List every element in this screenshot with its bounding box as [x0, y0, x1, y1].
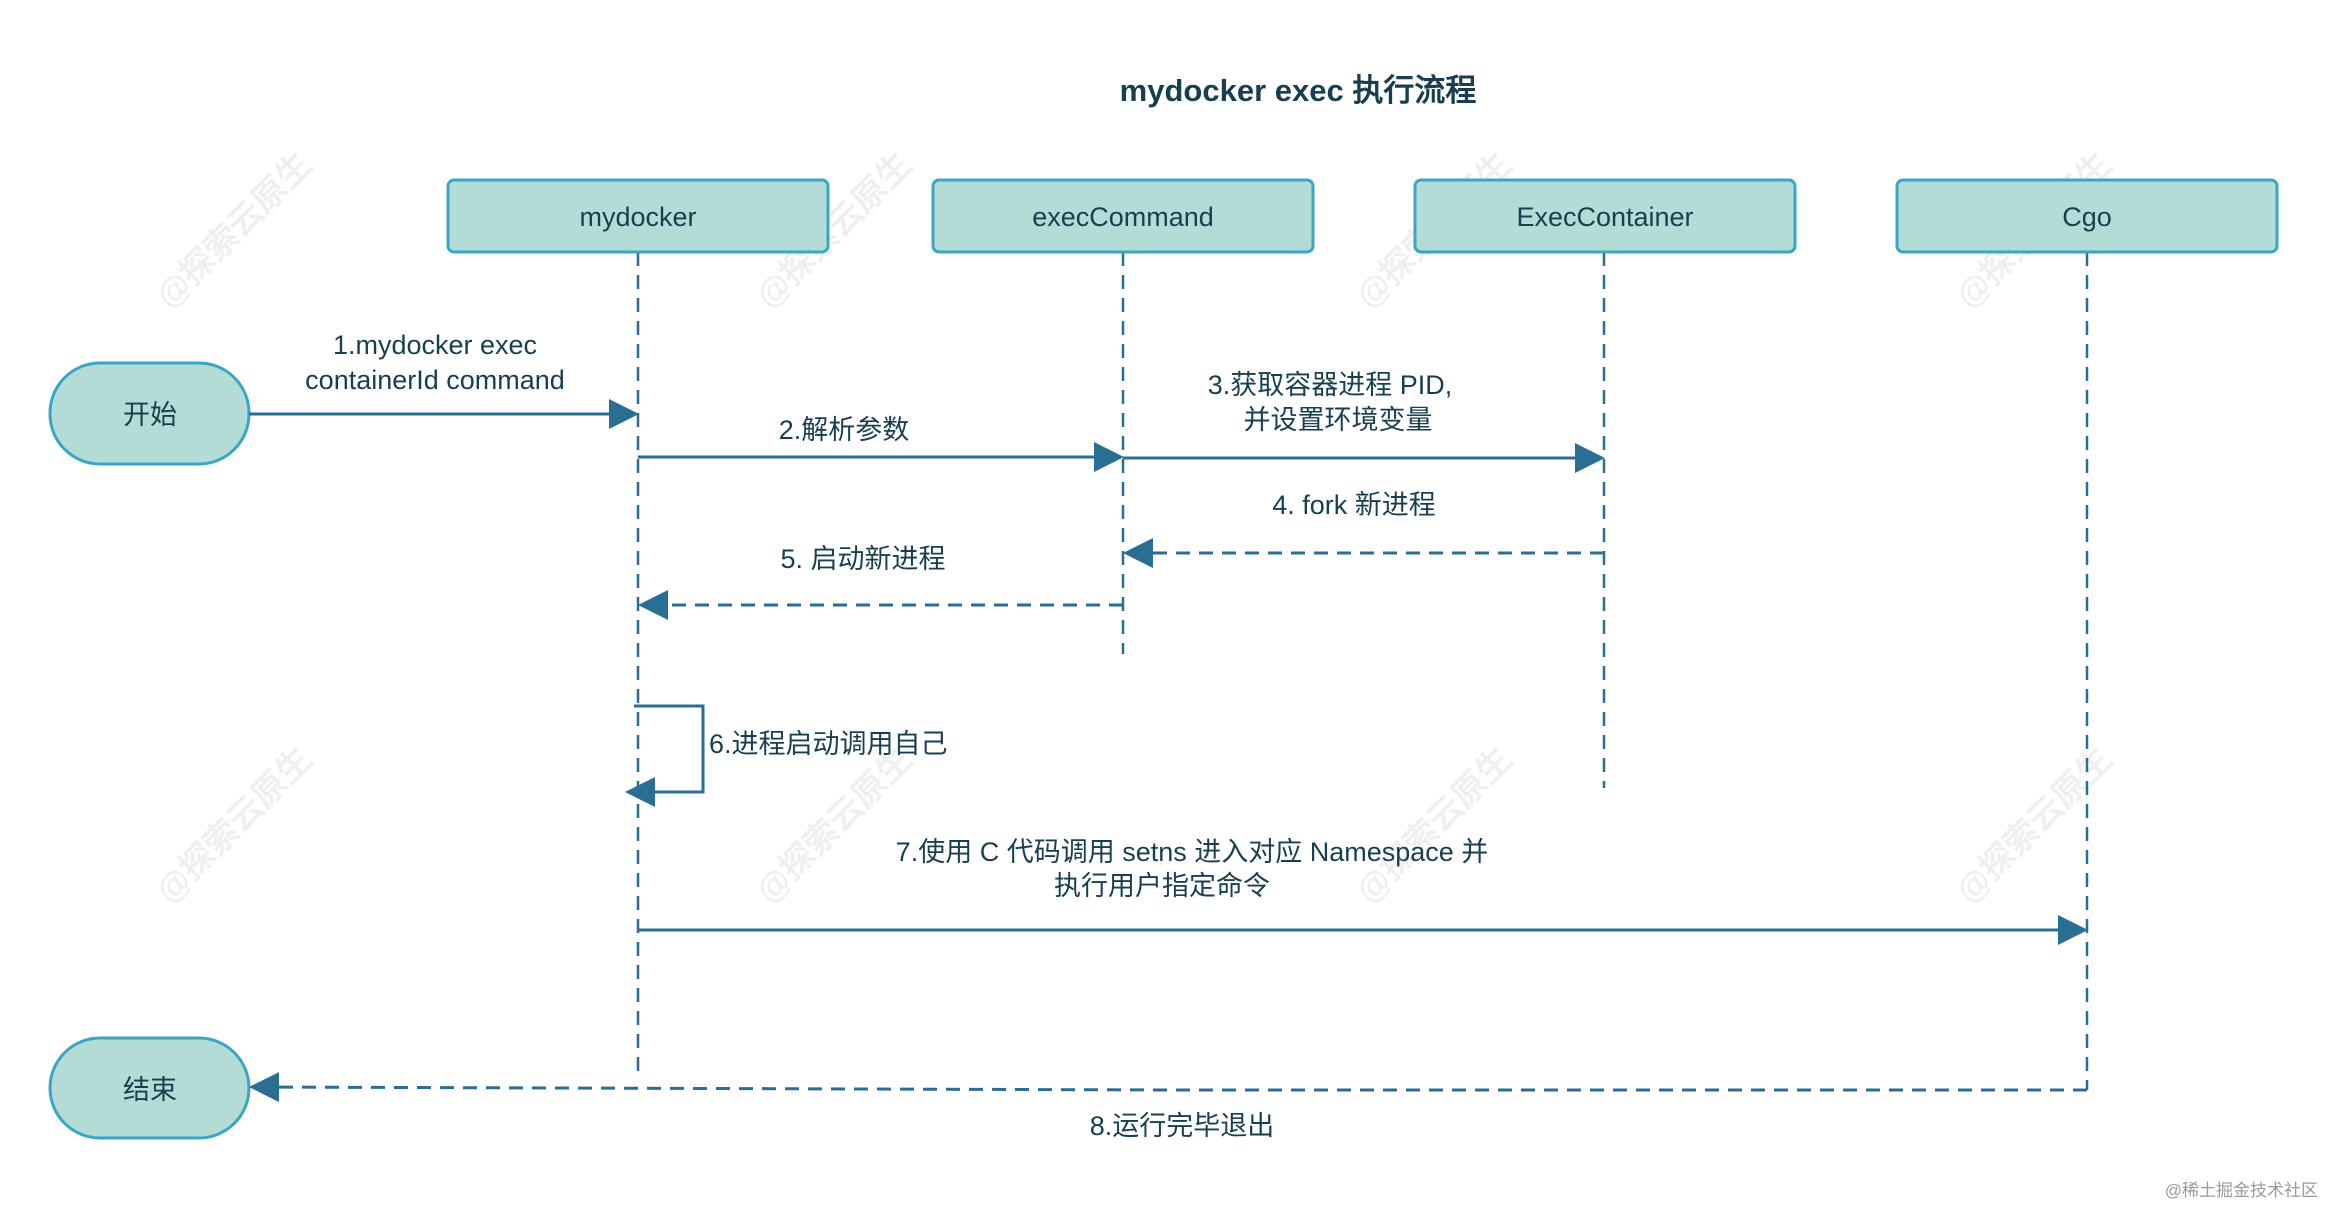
- start-terminal: 开始: [48, 361, 251, 466]
- start-label: 开始: [123, 400, 177, 430]
- watermark: @探索云原生: [1349, 740, 1520, 911]
- message-label-7: 7.使用 C 代码调用 setns 进入对应 Namespace 并: [896, 837, 1489, 867]
- watermark: @探索云原生: [149, 145, 320, 316]
- watermark: @探索云原生: [1949, 740, 2120, 911]
- participant-execcontainer: ExecContainer: [1413, 178, 1797, 254]
- participant-label: ExecContainer: [1516, 202, 1693, 232]
- message-label-1: 1.mydocker exec: [333, 330, 537, 360]
- message-label-3: 并设置环境变量: [1244, 405, 1433, 435]
- message-label-2: 2.解析参数: [779, 415, 910, 445]
- credit-watermark: @稀土掘金技术社区: [2165, 1181, 2318, 1200]
- message-label-8: 8.运行完毕退出: [1090, 1111, 1275, 1141]
- participant-mydocker: mydocker: [446, 178, 830, 254]
- participant-label: execCommand: [1032, 202, 1214, 232]
- participant-execcommand: execCommand: [931, 178, 1315, 254]
- end-terminal: 结束: [48, 1036, 251, 1140]
- participant-label: Cgo: [2062, 202, 2112, 232]
- message-label-3: 3.获取容器进程 PID,: [1208, 370, 1453, 400]
- diagram-title: mydocker exec 执行流程: [1120, 73, 1477, 108]
- watermarks: @探索云原生 @探索云原生 @探索云原生 @探索云原生 @探索云原生 @探索云原…: [149, 145, 2120, 911]
- message-arrow-8: [249, 1072, 2087, 1103]
- lifelines: [636, 252, 2089, 1090]
- message-arrow-6-self: [625, 704, 705, 807]
- watermark: @探索云原生: [749, 740, 920, 911]
- message-labels: 1.mydocker exec containerId command 2.解析…: [305, 330, 1488, 1141]
- message-label-4: 4. fork 新进程: [1272, 490, 1436, 520]
- end-label: 结束: [123, 1075, 177, 1105]
- watermark: @探索云原生: [149, 740, 320, 911]
- participant-label: mydocker: [579, 202, 696, 232]
- message-label-7: 执行用户指定命令: [1054, 871, 1270, 901]
- message-label-5: 5. 启动新进程: [780, 544, 945, 574]
- message-label-6: 6.进程启动调用自己: [709, 729, 948, 759]
- message-label-1: containerId command: [305, 365, 565, 395]
- participant-cgo: Cgo: [1895, 178, 2279, 254]
